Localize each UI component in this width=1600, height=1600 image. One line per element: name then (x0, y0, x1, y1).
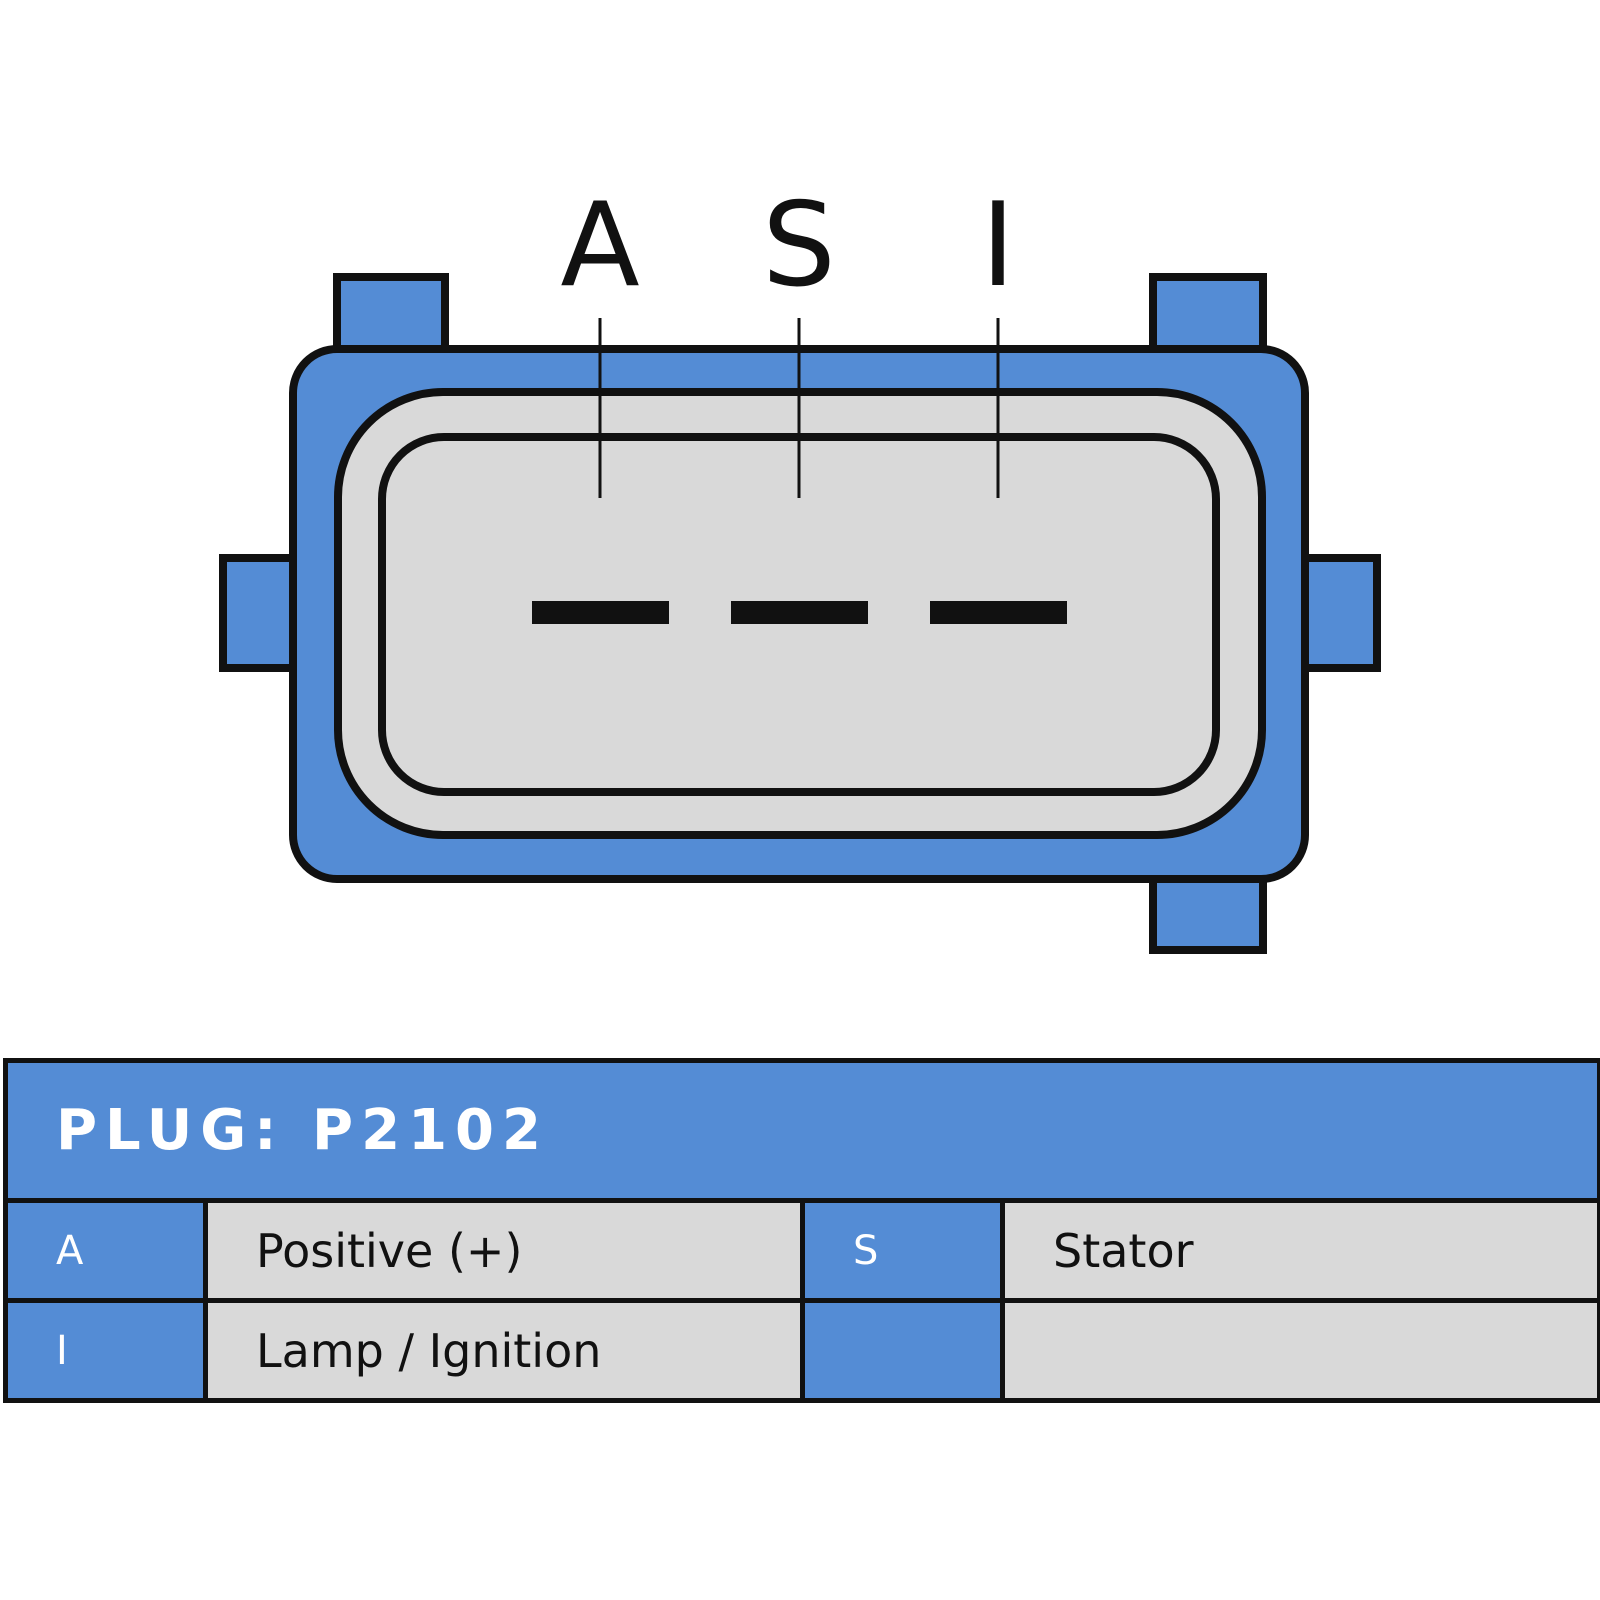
pin-code-cell (800, 1298, 1005, 1403)
pin-label-i: I (981, 178, 1015, 313)
terminal-s (731, 601, 868, 624)
plug-header: PLUG: P2102 (2, 1058, 1600, 1203)
table-row: A Positive (+) S Stator (3, 1198, 1600, 1303)
connector-drawing: A S I (219, 178, 1381, 954)
table-row: I Lamp / Ignition (3, 1298, 1600, 1403)
pin-label-s: S (762, 178, 836, 313)
pin-code-cell: S (800, 1198, 1005, 1303)
table-header-row: PLUG: P2102 (2, 1058, 1600, 1203)
pin-description-cell (999, 1298, 1600, 1403)
pin-description-cell: Lamp / Ignition (203, 1298, 805, 1403)
pin-description-cell: Positive (+) (203, 1198, 805, 1303)
terminal-i (930, 601, 1067, 624)
pin-code-cell: I (3, 1298, 208, 1403)
pin-label-a: A (560, 178, 639, 313)
pin-code-cell: A (3, 1198, 208, 1303)
pin-description-cell: Stator (999, 1198, 1600, 1303)
terminal-a (532, 601, 669, 624)
pinout-table: PLUG: P2102 A Positive (+) S Stator I La… (2, 1058, 1600, 1403)
